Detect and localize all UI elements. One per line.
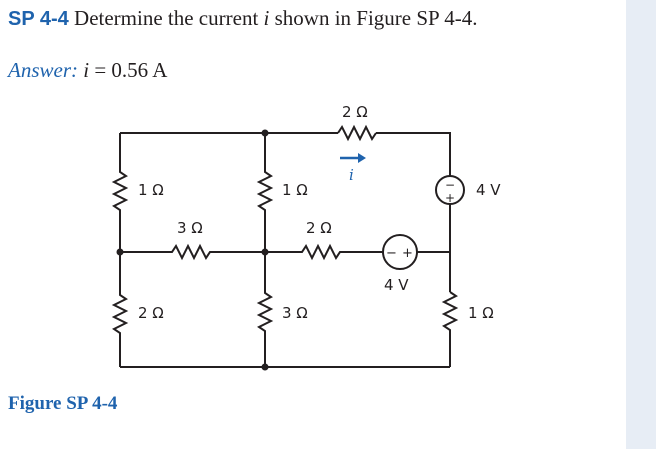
junction-bottom-middle [261,363,269,371]
mid-voltage-source [382,234,418,270]
problem-text-start: Determine the current [74,6,264,30]
label-mid-horiz-resistor: 2 Ω [306,219,332,237]
junction-top-middle [261,129,269,137]
label-left-top-resistor: 1 Ω [138,181,164,199]
current-arrowhead [358,153,366,163]
mid-left-wire [120,243,265,261]
side-panel [626,0,656,449]
right-source-minus: − [445,178,455,192]
answer-value: = 0.56 A [89,58,168,82]
top-wire-right [376,132,451,177]
answer-line: Answer: i = 0.56 A [8,58,167,83]
right-resistor [441,291,459,367]
mid-right-wire [265,243,383,261]
label-current: i [349,166,354,184]
mid-source-plus: + [402,246,413,261]
label-top-resistor: 2 Ω [342,103,368,121]
label-left-horiz-resistor: 3 Ω [177,219,203,237]
answer-label: Answer: [8,58,78,82]
label-left-bottom-resistor: 2 Ω [138,304,164,322]
problem-number: SP 4-4 [8,8,69,30]
label-mid-bottom-resistor: 3 Ω [282,304,308,322]
label-mid-top-resistor: 1 Ω [282,181,308,199]
junction-middle-mid [261,248,269,256]
problem-variable: i [263,6,270,30]
figure-caption: Figure SP 4-4 [8,393,118,414]
label-mid-source: 4 V [384,276,409,294]
junction-left-mid [116,248,124,256]
answer-variable: i [83,58,90,82]
label-right-source: 4 V [476,181,501,199]
right-source-plus: + [445,191,455,205]
problem-statement: SP 4-4 Determine the current i shown in … [8,6,618,31]
top-resistor [337,124,377,142]
problem-text: Determine the current i shown in Figure … [74,6,477,30]
right-voltage-source [435,175,465,205]
problem-text-end: shown in Figure SP 4-4. [269,6,478,30]
mid-source-minus: − [386,246,397,261]
label-right-bottom-resistor: 1 Ω [468,304,494,322]
